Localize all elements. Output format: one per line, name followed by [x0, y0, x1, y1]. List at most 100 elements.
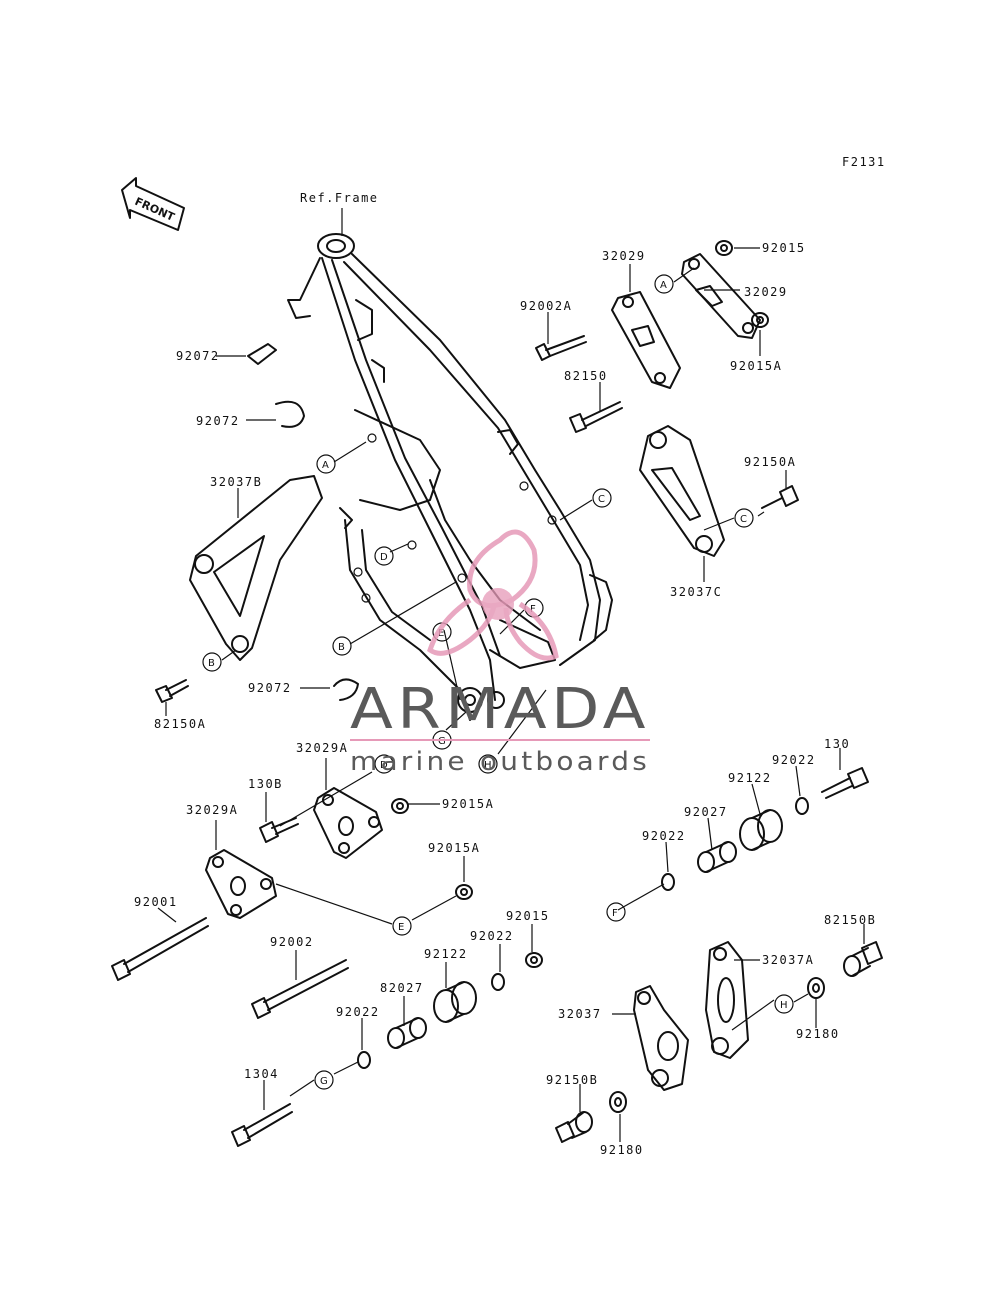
bolt-1304	[231, 1103, 293, 1147]
part-label: 92072	[248, 681, 292, 695]
part-label: 92015A	[730, 359, 782, 373]
part-label: 130B	[248, 777, 283, 791]
part-label: 92015A	[428, 841, 480, 855]
part-label: 92072	[196, 414, 240, 428]
part-label: 92072	[176, 349, 220, 363]
watermark-brand: ARMADA	[350, 677, 650, 742]
part-label: 92022	[642, 829, 686, 843]
armada-watermark: ARMADA marine outboards	[350, 529, 650, 777]
bracket-32037c	[639, 425, 725, 557]
circle-ref-label: H	[780, 1000, 788, 1011]
part-label: 32037C	[670, 585, 722, 599]
part-label: 32029A	[296, 741, 348, 755]
bushing-92122-b	[739, 809, 783, 851]
part-label: 130	[824, 737, 850, 751]
circle-ref-b-1: B	[202, 652, 222, 672]
circle-ref-h-1: H	[478, 754, 498, 774]
circle-ref-label: D	[380, 552, 388, 563]
collar-92027	[697, 841, 737, 873]
part-labels: 92015 32029 32029 92002A 92015A 82150 92…	[134, 241, 876, 1157]
part-label: 92150A	[744, 455, 796, 469]
bolt-92150a-right	[761, 485, 799, 509]
part-label: 32029A	[186, 803, 238, 817]
circle-ref-label: F	[530, 604, 536, 615]
part-label: 32037	[558, 1007, 602, 1021]
bracket-32029a-lower	[205, 849, 277, 919]
bushing-92122-a	[433, 981, 477, 1023]
bracket-32037b	[189, 475, 323, 661]
part-label: 82027	[380, 981, 424, 995]
main-frame	[287, 233, 613, 721]
circle-ref-h-2: H	[774, 994, 794, 1014]
circle-ref-c-2: C	[734, 508, 754, 528]
part-label: 32029	[602, 249, 646, 263]
circle-ref-label: F	[612, 908, 618, 919]
circle-ref-label: D	[380, 760, 388, 771]
part-label: 92027	[684, 805, 728, 819]
bolt-92001	[111, 917, 209, 981]
ref-frame-label: Ref.Frame	[300, 191, 379, 205]
nut-92015a-lower	[455, 884, 473, 900]
circle-ref-a-2: A	[654, 274, 674, 294]
part-label: 32037B	[210, 475, 262, 489]
part-label: 92122	[424, 947, 468, 961]
circle-ref-d-2: D	[374, 754, 394, 774]
bolt-130	[821, 767, 869, 799]
bracket-32037	[633, 985, 689, 1091]
bolt-92002	[251, 959, 349, 1019]
circle-ref-label: C	[598, 494, 605, 505]
bracket-32029a-upper	[313, 787, 383, 859]
circle-ref-g-2: G	[314, 1070, 334, 1090]
part-label: 92122	[728, 771, 772, 785]
part-label: 32037A	[762, 953, 814, 967]
circle-ref-label: G	[320, 1076, 328, 1087]
part-label: 82150A	[154, 717, 206, 731]
circle-ref-label: A	[322, 460, 329, 471]
clamp-92072-b	[275, 400, 305, 428]
circle-ref-e-2: E	[392, 916, 412, 936]
bolt-82150a-left	[155, 679, 189, 703]
watermark-logo-icon	[427, 529, 559, 661]
washer-92022-d	[661, 873, 675, 891]
nut-92015a-mid	[391, 798, 409, 814]
part-label: 92015A	[442, 797, 494, 811]
part-label: 92002A	[520, 299, 572, 313]
part-label: 92002	[270, 935, 314, 949]
bolt-92002a	[535, 335, 587, 361]
part-label: 32029	[744, 285, 788, 299]
circle-ref-label: E	[398, 922, 404, 933]
circle-ref-c-1: C	[592, 488, 612, 508]
part-label: 92015	[506, 909, 550, 923]
part-label: 92022	[470, 929, 514, 943]
part-label: 92001	[134, 895, 178, 909]
leader-lines	[157, 247, 865, 1142]
part-label: 92180	[796, 1027, 840, 1041]
washer-92022-c	[795, 797, 809, 815]
clamp-92072-c	[333, 678, 359, 701]
circle-ref-label: C	[740, 514, 747, 525]
nut-92015a-top	[751, 312, 769, 328]
circle-ref-label: H	[484, 760, 492, 771]
bolt-82150b-right	[843, 941, 883, 977]
part-label: 92022	[336, 1005, 380, 1019]
circle-ref-b-2: B	[332, 636, 352, 656]
collar-82027	[387, 1017, 427, 1049]
circle-ref-label: G	[438, 736, 446, 747]
part-label: 92150B	[546, 1073, 598, 1087]
part-label: 82150	[564, 369, 608, 383]
watermark-tagline: marine outboards	[350, 747, 650, 777]
washer-92180-right	[807, 977, 825, 999]
part-label: 92015	[762, 241, 806, 255]
circle-ref-label: A	[660, 280, 667, 291]
circle-ref-label: B	[338, 642, 345, 653]
bolt-92150b	[555, 1111, 593, 1143]
figure-code: F2131	[842, 155, 886, 169]
circle-ref-label: E	[438, 628, 444, 639]
circle-ref-f-2: F	[606, 902, 626, 922]
circle-ref-label: B	[208, 658, 215, 669]
clamp-92072-a	[247, 343, 277, 365]
part-label: 92022	[772, 753, 816, 767]
part-label: 82150B	[824, 913, 876, 927]
bracket-32029-pair	[611, 253, 761, 389]
